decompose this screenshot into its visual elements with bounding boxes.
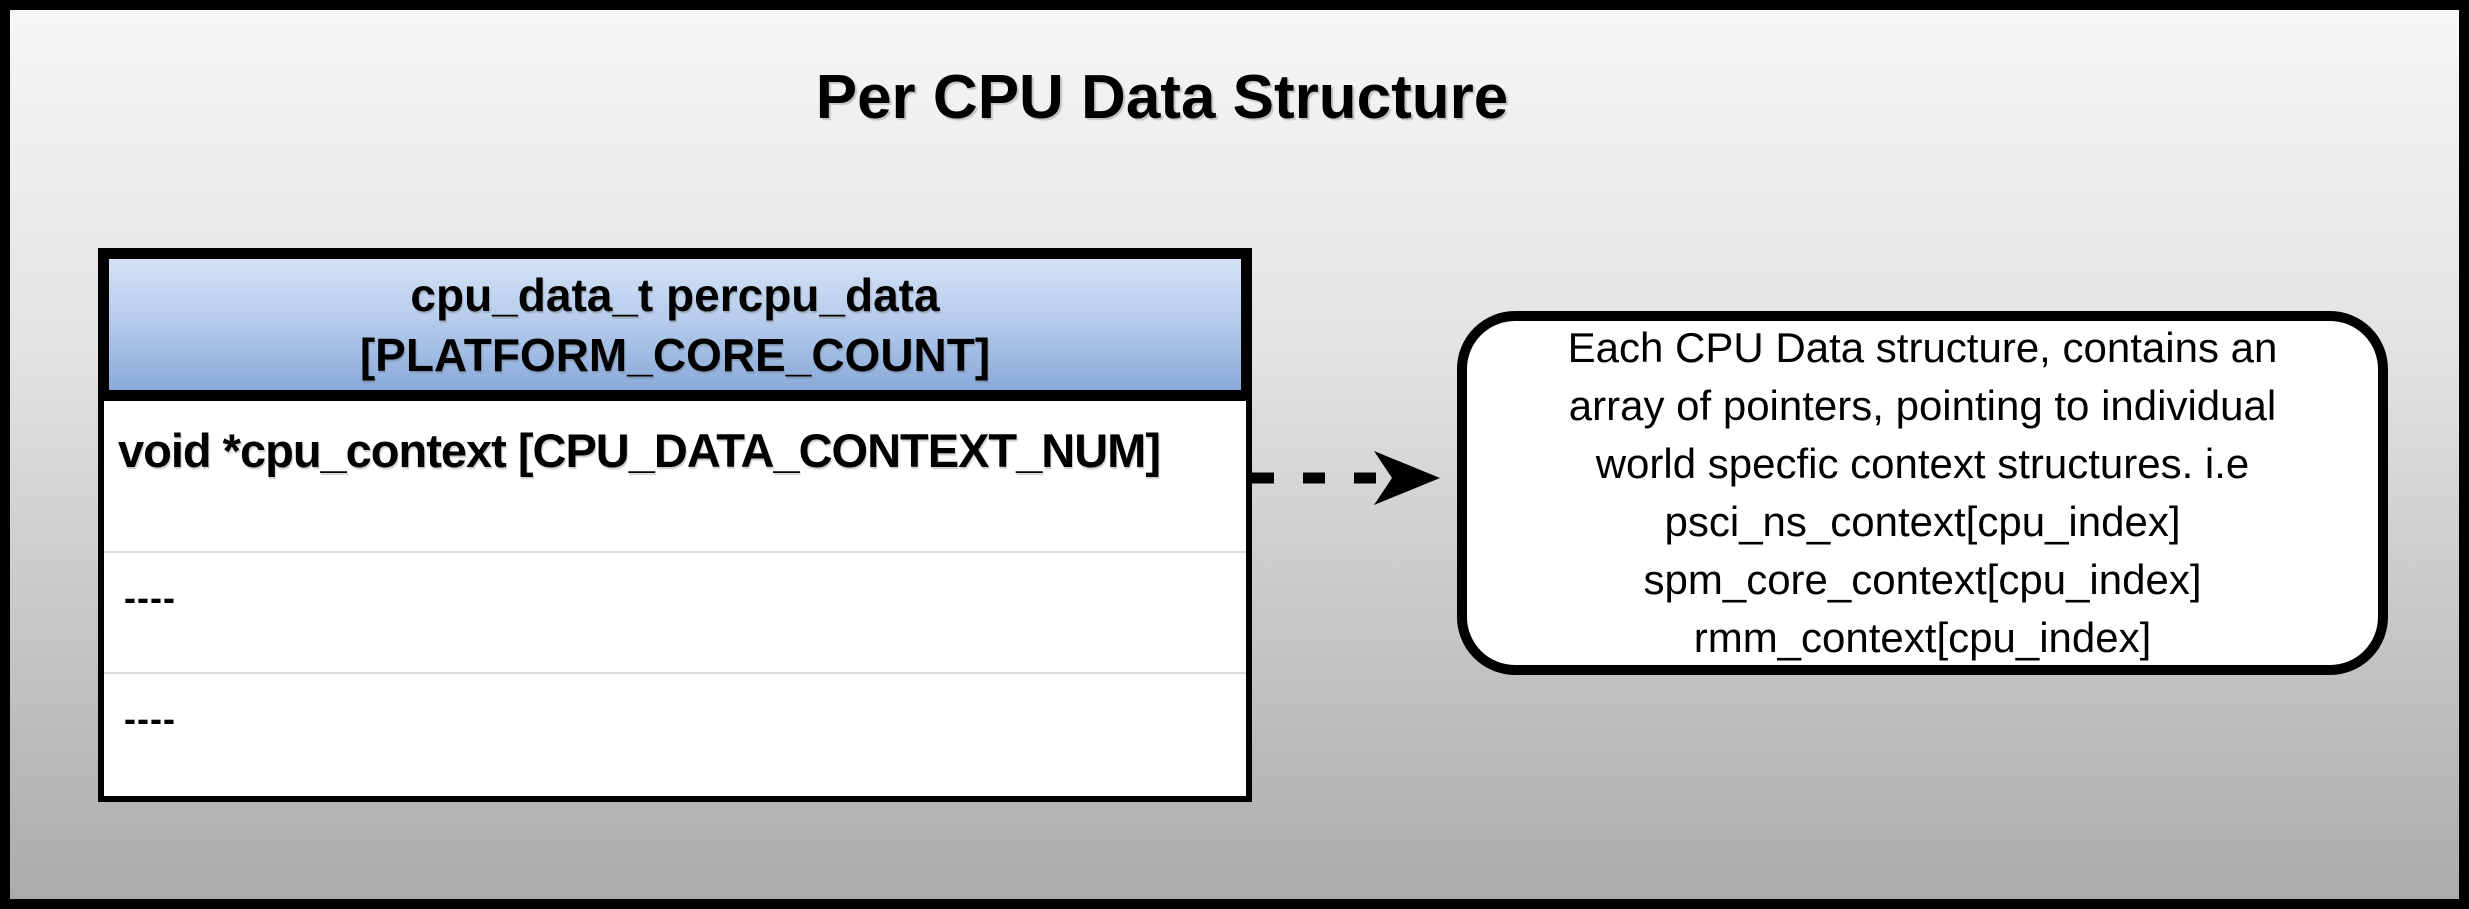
table-header-line-1: cpu_data_t percpu_data: [410, 268, 940, 321]
cpu-data-table: cpu_data_t percpu_data [PLATFORM_CORE_CO…: [98, 248, 1252, 802]
note-line-1: Each CPU Data structure, contains an: [1567, 324, 2278, 371]
note-line-4: psci_ns_context[cpu_index]: [1664, 498, 2181, 545]
note-line-2: array of pointers, pointing to individua…: [1568, 382, 2277, 429]
table-row-placeholder-2: ----: [104, 672, 1246, 794]
note-line-6: rmm_context[cpu_index]: [1693, 614, 2152, 661]
note-line-3: world specfic context structures. i.e: [1595, 440, 2250, 487]
dashed-arrow-icon: [1252, 451, 1440, 505]
cpu-data-table-body: void *cpu_context [CPU_DATA_CONTEXT_NUM]…: [98, 401, 1252, 802]
table-header-line-2: [PLATFORM_CORE_COUNT]: [359, 328, 991, 381]
table-row-cpu-context: void *cpu_context [CPU_DATA_CONTEXT_NUM]: [118, 424, 1161, 477]
cpu-data-table-header: cpu_data_t percpu_data [PLATFORM_CORE_CO…: [98, 248, 1252, 401]
page-title: Per CPU Data Structure: [815, 63, 1509, 132]
note-line-5: spm_core_context[cpu_index]: [1643, 556, 2202, 603]
note-box: Each CPU Data structure, contains an arr…: [1457, 311, 2388, 675]
table-row-placeholder-1: ----: [104, 551, 1246, 672]
